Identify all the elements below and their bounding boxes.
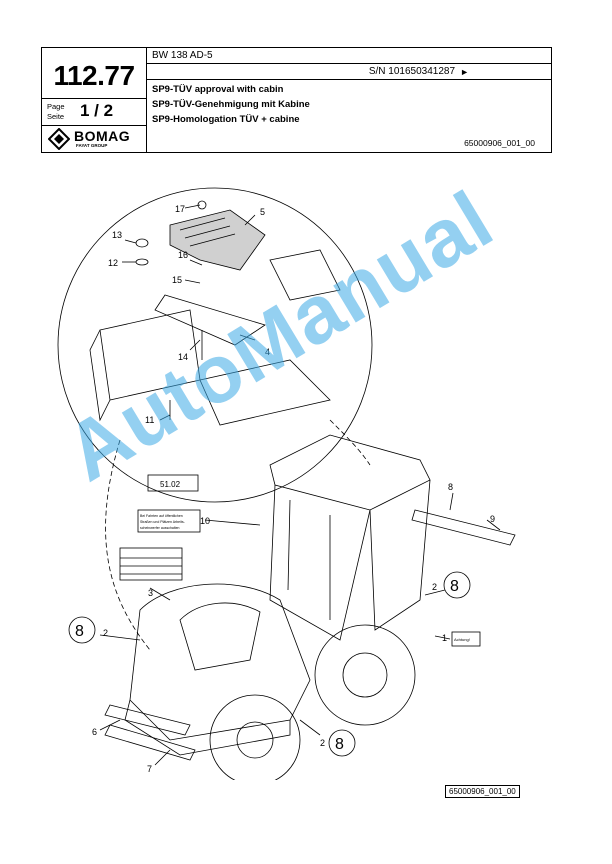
callout-1: 1 [442,633,447,643]
callout-2: 2 [103,628,108,638]
cover-ribs [179,217,236,247]
decal-1-text: Achtung! [454,637,470,642]
divider [146,48,147,152]
divider [42,98,146,99]
decal-10-line: Straßen und Plätzen Arbeits- [140,520,186,524]
serial-number: S/N 101650341287 [368,66,455,77]
callout-15: 15 [172,275,182,285]
nut [135,238,149,248]
title-fr: SP9-Homologation TÜV + cabine [152,114,300,125]
circled-8: 8 [450,578,459,595]
frame [124,699,291,756]
logo-name: BOMAG [74,128,131,144]
callout-2: 2 [320,738,325,748]
divider [42,125,146,126]
ref-label: 51.02 [160,480,181,489]
callout-4: 4 [265,347,270,357]
exploded-view-drawing: 17 5 13 12 16 15 14 4 11 10 3 1 2 2 2 6 … [57,187,516,780]
circled-callout [68,616,96,644]
callout-10: 10 [200,516,210,526]
bomag-diamond-icon [48,128,70,150]
divider [146,63,551,64]
mount [269,249,341,301]
page-number: 112.77 [53,60,135,91]
hood-panel [179,602,261,671]
decal-10-line: Bei Fahrten auf öffentlichen [140,514,183,518]
callout-2: 2 [432,582,437,592]
callout-5: 5 [260,207,265,217]
leader-line [105,439,151,651]
callout-8: 8 [448,482,453,492]
bracket [89,329,111,422]
leader-line [329,419,371,466]
bracket [199,359,331,426]
page-of: 1 / 2 [80,101,114,120]
document-number: 65000906_001_00 [464,138,535,148]
plate [154,294,266,346]
circled-callout [328,729,356,757]
front-drum [314,624,416,726]
detail-circle [57,187,373,503]
decal-1 [451,631,481,647]
cabin-side [269,484,371,641]
rear-drum-hub [236,721,274,759]
callout-9: 9 [490,514,495,524]
warning-stripe [104,724,196,761]
callout-7: 7 [147,764,152,774]
cabin-frame [287,499,331,620]
title-en: SP9-TÜV approval with cabin [152,84,284,95]
callout-3: 3 [148,588,153,598]
page-label-de: Seite [47,112,65,121]
callout-17: 17 [175,204,185,214]
title-de: SP9-TÜV-Genehmigung mit Kabine [152,99,310,110]
bomag-logo: BOMAG FAYAT GROUP [48,128,138,150]
rear-drum [209,694,301,780]
logo-sub: FAYAT GROUP [76,143,108,148]
warning-stripe [104,704,191,736]
washer [135,258,149,266]
warning-stripe [411,509,516,546]
front-drum-hub [342,652,388,698]
circled-8: 8 [335,736,344,753]
divider [146,79,551,80]
circled-callout [443,571,471,599]
callout-11: 11 [145,415,154,425]
cabin-roof [269,434,431,511]
page-label-en: Page [47,102,65,111]
serial-arrow-icon: ► [460,67,469,77]
type-plate [119,547,183,581]
decal-10 [137,509,201,533]
callout-6: 6 [92,727,97,737]
callout-13: 13 [112,230,122,240]
header-table: BW 138 AD-5 S/N 101650341287 ► SP9-TÜV a… [41,47,552,153]
callout-16: 16 [178,250,188,260]
callout-12: 12 [108,258,118,268]
cover [169,209,266,271]
model-name: BW 138 AD-5 [152,50,213,61]
footer-reference: 65000906_001_00 [445,785,520,798]
decal-10-line: scheinwerfer ausschalten [140,526,180,530]
circled-8: 8 [75,623,84,640]
cabin-front [369,479,431,631]
ref-box [147,474,199,492]
engine-hood [129,583,311,741]
callout-14: 14 [178,352,188,362]
